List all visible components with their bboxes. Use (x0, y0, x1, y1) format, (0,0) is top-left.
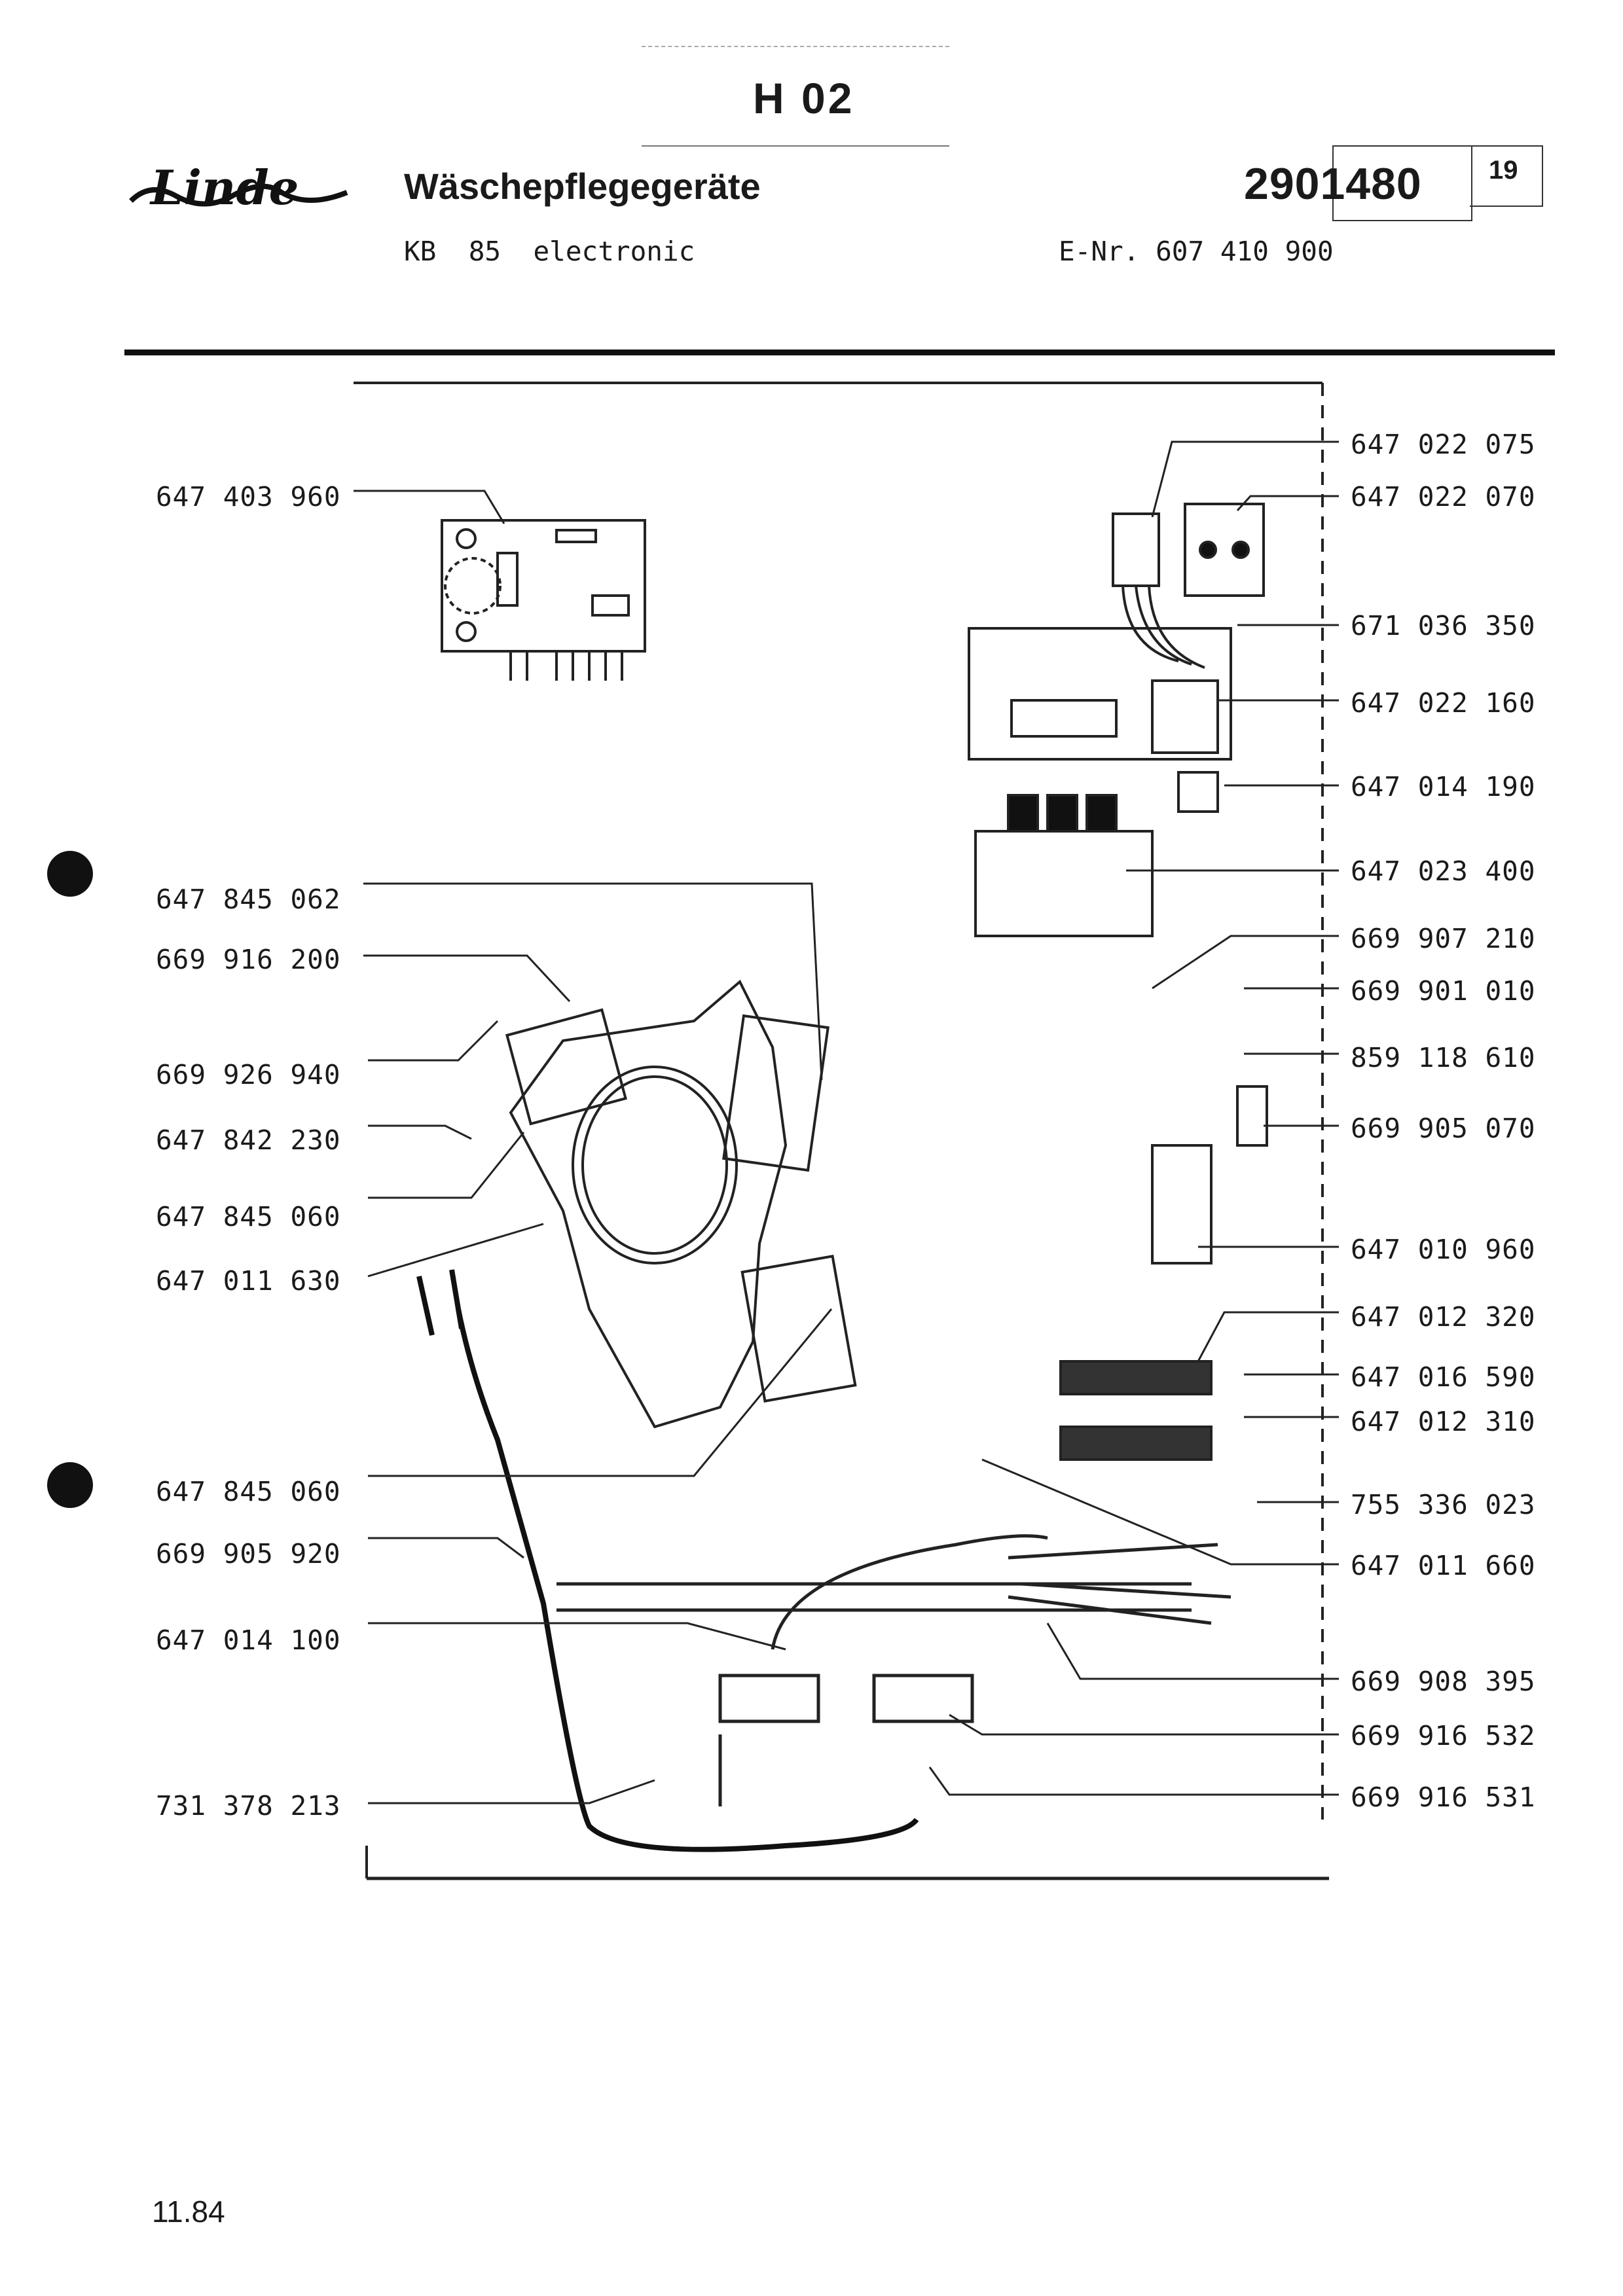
leader-lines-right (928, 440, 1339, 1796)
callout-859-118-610: 859 118 610 (1351, 1042, 1536, 1073)
callout-669-901-010: 669 901 010 (1351, 975, 1536, 1007)
sheet-code: H 02 (753, 74, 855, 122)
callout-647-845-060-a: 647 845 060 (156, 1201, 341, 1232)
mains-plug-and-cable (416, 1269, 919, 1852)
callout-647-845-062: 647 845 062 (156, 884, 341, 915)
binder-hole-upper (47, 851, 93, 897)
heater-flange (505, 979, 857, 1429)
callout-647-403-960: 647 403 960 (156, 481, 341, 512)
callout-669-916-531: 669 916 531 (1351, 1782, 1536, 1813)
callout-647-010-960: 647 010 960 (1351, 1234, 1536, 1265)
circuit-board (441, 519, 646, 681)
callout-731-378-213: 731 378 213 (156, 1790, 341, 1821)
callout-669-916-532: 669 916 532 (1351, 1720, 1536, 1751)
binder-hole-lower (47, 1462, 93, 1508)
callout-647-012-320: 647 012 320 (1351, 1301, 1536, 1333)
part-number-box (1332, 145, 1472, 221)
issue-date: 11.84 (152, 2195, 225, 2229)
model-name: KB 85 electronic (404, 236, 695, 267)
terminal-block (974, 794, 1154, 937)
resistor-assembly (1059, 1085, 1268, 1461)
callout-647-014-190: 647 014 190 (1351, 771, 1536, 802)
callout-647-014-100: 647 014 100 (156, 1624, 341, 1656)
callout-669-908-395: 669 908 395 (1351, 1666, 1536, 1697)
part-number-boxed: 1480 (1320, 159, 1422, 209)
header-rule (124, 350, 1555, 355)
callout-669-905-920: 669 905 920 (156, 1538, 341, 1570)
sheet-code-frame (642, 46, 949, 147)
linde-logo: Linde (129, 160, 348, 215)
control-unit (968, 503, 1265, 813)
part-number-main: 290 (1244, 159, 1321, 209)
part-number-suffix: 19 (1489, 156, 1518, 185)
callout-647-022-160: 647 022 160 (1351, 687, 1536, 719)
callout-647-842-230: 647 842 230 (156, 1124, 341, 1156)
callout-671-036-350: 671 036 350 (1351, 610, 1536, 641)
callout-669-926-940: 669 926 940 (156, 1059, 341, 1090)
callout-755-336-023: 755 336 023 (1351, 1489, 1536, 1520)
part-number-suffix-box (1470, 145, 1543, 207)
callout-669-916-200: 669 916 200 (156, 944, 341, 975)
leader-lines-left (354, 490, 833, 1804)
callout-647-022-070: 647 022 070 (1351, 481, 1536, 512)
callout-647-011-630: 647 011 630 (156, 1265, 341, 1297)
callout-647-845-060-b: 647 845 060 (156, 1476, 341, 1507)
callout-669-905-070: 669 905 070 (1351, 1113, 1536, 1144)
wiring-harness (556, 1534, 1231, 1806)
callout-647-016-590: 647 016 590 (1351, 1361, 1536, 1393)
e-number: E-Nr. 607 410 900 (1059, 236, 1334, 267)
callout-669-907-210: 669 907 210 (1351, 923, 1536, 954)
callout-647-022-075: 647 022 075 (1351, 429, 1536, 460)
document-title: Wäschepflegegeräte (404, 166, 761, 207)
callout-647-023-400: 647 023 400 (1351, 855, 1536, 887)
callout-647-012-310: 647 012 310 (1351, 1406, 1536, 1437)
part-number: 2901480 (1244, 158, 1422, 209)
callout-647-011-660: 647 011 660 (1351, 1550, 1536, 1581)
svg-text:Linde: Linde (149, 160, 299, 215)
